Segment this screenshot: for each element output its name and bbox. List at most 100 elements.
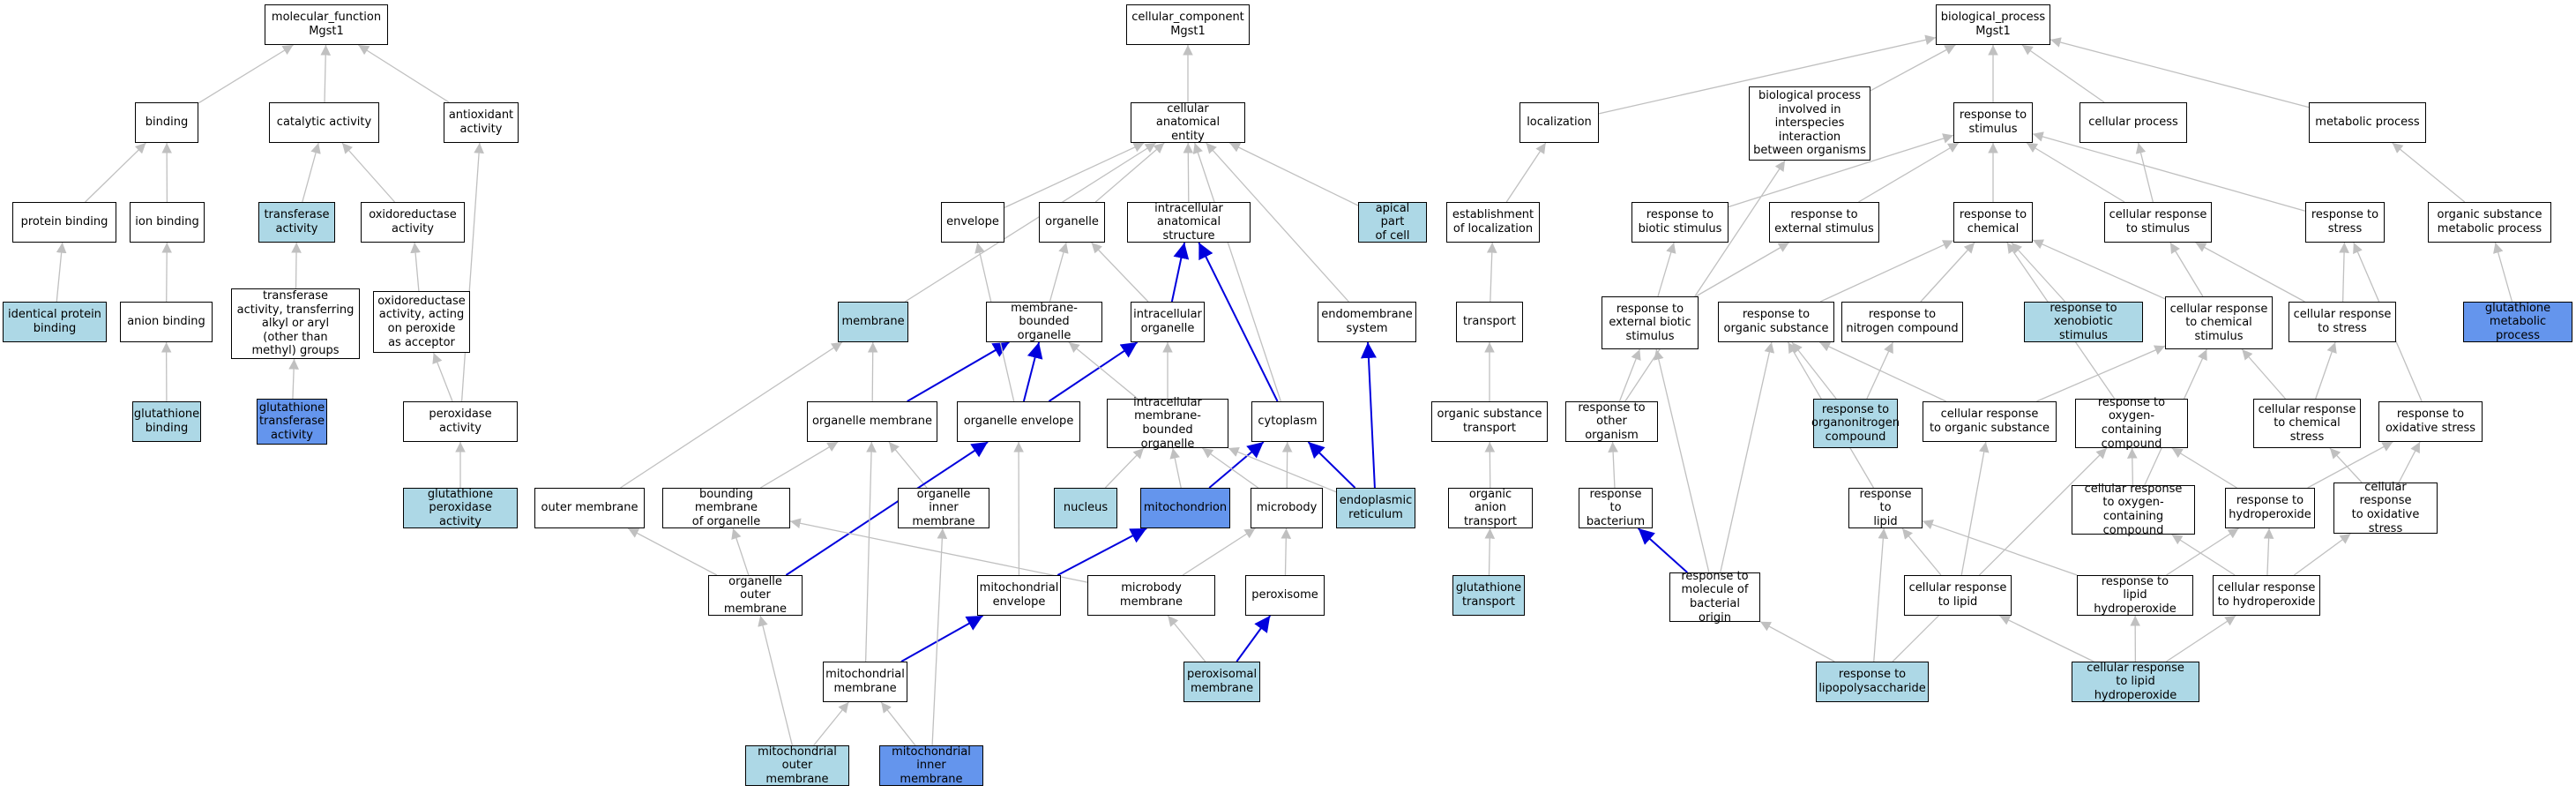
- node-cellular-anatomical-entity[interactable]: cellular anatomical entity: [1131, 102, 1245, 143]
- node-microbody[interactable]: microbody: [1251, 488, 1323, 528]
- node-cellular-response-to-chemical-stimulus[interactable]: cellular response to chemical stimulus: [2165, 296, 2273, 349]
- edge-mito_membrane-to-mito_env: [900, 615, 984, 662]
- edge-cell_process-to-bp_root: [2021, 44, 2105, 103]
- node-nucleus[interactable]: nucleus: [1054, 488, 1117, 528]
- node-organelle-inner-membrane[interactable]: organelle inner membrane: [898, 488, 989, 528]
- node-membrane-bounded-organelle[interactable]: membrane-bounded organelle: [986, 302, 1102, 342]
- node-intracellular-anatomical-structure[interactable]: intracellular anatomical structure: [1127, 202, 1251, 243]
- node-establishment-of-localization[interactable]: establishment of localization: [1446, 202, 1540, 243]
- node-organelle[interactable]: organelle: [1039, 202, 1105, 243]
- node-ion-binding[interactable]: ion binding: [130, 202, 205, 243]
- node-response-to-lipopolysaccharide[interactable]: response to lipopolysaccharide: [1816, 662, 1929, 702]
- node-cellular-response-to-stress[interactable]: cellular response to stress: [2289, 302, 2396, 342]
- node-response-to-oxidative-stress[interactable]: response to oxidative stress: [2378, 401, 2483, 442]
- node-endomembrane-system[interactable]: endomembrane system: [1318, 302, 1416, 342]
- node-cellular-response-to-lipid-hydroperoxide[interactable]: cellular response to lipid hydroperoxide: [2072, 662, 2199, 702]
- node-protein-binding[interactable]: protein binding: [12, 202, 116, 243]
- node-organelle-membrane[interactable]: organelle membrane: [807, 401, 937, 442]
- node-oxidoreductase-activity[interactable]: oxidoreductase activity: [361, 202, 465, 243]
- edge-cell_resp_org_sub-to-resp_org_sub: [1818, 341, 1947, 402]
- node-cellular-response-to-hydroperoxide[interactable]: cellular response to hydroperoxide: [2213, 575, 2320, 616]
- node-metabolic-process[interactable]: metabolic process: [2309, 102, 2426, 143]
- edge-cell_resp_hp-to-cell_resp_ox_stress: [2293, 533, 2351, 576]
- node-bounding-membrane-of-organelle[interactable]: bounding membrane of organelle: [662, 488, 790, 528]
- node-transferase-activity[interactable]: transferase activity: [258, 202, 335, 243]
- node-transferase-alkyl-aryl[interactable]: transferase activity, transferring alkyl…: [231, 288, 360, 359]
- node-transport[interactable]: transport: [1456, 302, 1523, 342]
- node-response-to-bacterium[interactable]: response to bacterium: [1579, 488, 1653, 528]
- node-outer-membrane[interactable]: outer membrane: [534, 488, 645, 528]
- node-biological-process-root[interactable]: biological_process Mgst1: [1936, 4, 2050, 45]
- edge-cell_resp_stress-to-resp_stress: [2339, 242, 2349, 303]
- node-response-to-lipid[interactable]: response to lipid: [1848, 488, 1923, 528]
- node-organic-substance-metabolic-process[interactable]: organic substance metabolic process: [2428, 202, 2551, 243]
- node-response-to-external-biotic-stimulus[interactable]: response to external biotic stimulus: [1602, 296, 1699, 349]
- node-organic-anion-transport[interactable]: organic anion transport: [1448, 488, 1533, 528]
- node-cellular-response-to-chemical-stress[interactable]: cellular response to chemical stress: [2253, 399, 2361, 448]
- node-membrane[interactable]: membrane: [838, 302, 908, 342]
- node-cellular-response-to-stimulus[interactable]: cellular response to stimulus: [2104, 202, 2212, 243]
- edge-resp_org_sub-to-resp_chemical: [1819, 240, 1954, 303]
- node-cellular-response-to-lipid[interactable]: cellular response to lipid: [1904, 575, 2012, 616]
- node-response-to-xenobiotic-stimulus[interactable]: response to xenobiotic stimulus: [2024, 302, 2143, 342]
- edge-endomem-to-cae: [1206, 142, 1349, 303]
- node-organelle-envelope[interactable]: organelle envelope: [957, 401, 1080, 442]
- node-response-to-organic-substance[interactable]: response to organic substance: [1718, 302, 1834, 342]
- node-glutathione-binding[interactable]: glutathione binding: [132, 401, 201, 442]
- edge-org_envelope-to-intra_org: [1048, 341, 1139, 402]
- node-glutathione-transferase-activity[interactable]: glutathione transferase activity: [257, 399, 327, 445]
- node-anion-binding[interactable]: anion binding: [120, 302, 213, 342]
- node-mitochondrial-envelope[interactable]: mitochondrial envelope: [977, 575, 1061, 616]
- node-response-to-biotic-stimulus[interactable]: response to biotic stimulus: [1631, 202, 1729, 243]
- node-interspecies-interaction[interactable]: biological process involved in interspec…: [1749, 86, 1870, 161]
- node-mitochondrion[interactable]: mitochondrion: [1140, 488, 1230, 528]
- node-organelle-outer-membrane[interactable]: organelle outer membrane: [708, 575, 803, 616]
- node-response-to-external-stimulus[interactable]: response to external stimulus: [1769, 202, 1879, 243]
- node-envelope[interactable]: envelope: [941, 202, 1004, 243]
- node-response-to-chemical[interactable]: response to chemical: [1953, 202, 2033, 243]
- node-glutathione-metabolic-process[interactable]: glutathione metabolic process: [2463, 302, 2572, 342]
- node-response-to-molecule-of-bacterial-origin[interactable]: response to molecule of bacterial origin: [1669, 570, 1760, 625]
- node-antioxidant-activity[interactable]: antioxidant activity: [444, 102, 519, 143]
- node-peroxisomal-membrane[interactable]: peroxisomal membrane: [1183, 662, 1260, 702]
- node-endoplasmic-reticulum[interactable]: endoplasmic reticulum: [1336, 488, 1415, 528]
- node-peroxisome[interactable]: peroxisome: [1245, 575, 1325, 616]
- node-response-to-stimulus[interactable]: response to stimulus: [1953, 102, 2033, 143]
- edge-resp_nitrogen-to-resp_chemical: [1920, 242, 1975, 303]
- node-intracellular-membrane-bounded-organelle[interactable]: intracellular membrane-bounded organelle: [1107, 396, 1228, 451]
- node-response-to-lipid-hydroperoxide[interactable]: response to lipid hydroperoxide: [2077, 575, 2193, 616]
- node-mitochondrial-outer-membrane[interactable]: mitochondrial outer membrane: [745, 745, 849, 786]
- node-mitochondrial-inner-membrane[interactable]: mitochondrial inner membrane: [879, 745, 983, 786]
- node-apical-part-of-cell[interactable]: apical part of cell: [1358, 202, 1427, 243]
- edge-oxidoreductase-to-catalytic: [341, 142, 396, 203]
- node-intracellular-organelle[interactable]: intracellular organelle: [1131, 302, 1205, 342]
- node-glutathione-transport[interactable]: glutathione transport: [1452, 575, 1525, 616]
- node-peroxidase-activity[interactable]: peroxidase activity: [403, 401, 518, 442]
- node-response-to-nitrogen-compound[interactable]: response to nitrogen compound: [1841, 302, 1963, 342]
- node-mitochondrial-membrane[interactable]: mitochondrial membrane: [823, 662, 907, 702]
- node-response-to-organonitrogen-compound[interactable]: response to organonitrogen compound: [1811, 399, 1900, 448]
- node-cellular-response-to-oxygen-containing-compound[interactable]: cellular response to oxygen-containing c…: [2072, 483, 2195, 537]
- node-identical-protein-binding[interactable]: identical protein binding: [3, 302, 107, 342]
- node-molecular-function-root[interactable]: molecular_function Mgst1: [265, 4, 388, 45]
- edge-microbody_mem-to-bounding_membrane: [789, 518, 1088, 583]
- node-microbody-membrane[interactable]: microbody membrane: [1087, 575, 1215, 616]
- node-organic-substance-transport[interactable]: organic substance transport: [1431, 401, 1548, 442]
- node-cellular-response-to-organic-substance[interactable]: cellular response to organic substance: [1923, 401, 2057, 442]
- node-cellular-response-to-oxidative-stress[interactable]: cellular response to oxidative stress: [2333, 481, 2438, 535]
- edge-resp_lipid_hp-to-resp_lipid: [1922, 520, 2078, 576]
- edge-imbo-to-mbo: [1068, 341, 1139, 400]
- node-localization[interactable]: localization: [1519, 102, 1599, 143]
- node-cellular-process[interactable]: cellular process: [2079, 102, 2187, 143]
- node-response-to-other-organism[interactable]: response to other organism: [1565, 401, 1658, 442]
- edge-org_outer-to-org_envelope: [785, 441, 989, 576]
- node-cytoplasm[interactable]: cytoplasm: [1251, 401, 1324, 442]
- node-response-to-hydroperoxide[interactable]: response to hydroperoxide: [2225, 488, 2315, 528]
- node-response-to-stress[interactable]: response to stress: [2305, 202, 2385, 243]
- node-glutathione-peroxidase-activity[interactable]: glutathione peroxidase activity: [403, 488, 518, 528]
- node-oxidoreductase-peroxide[interactable]: oxidoreductase activity, acting on perox…: [373, 291, 470, 353]
- node-binding[interactable]: binding: [135, 102, 198, 143]
- node-catalytic-activity[interactable]: catalytic activity: [269, 102, 379, 143]
- node-cellular-component-root[interactable]: cellular_component Mgst1: [1126, 4, 1250, 45]
- node-response-to-oxygen-containing-compound[interactable]: response to oxygen-containing compound: [2075, 396, 2188, 451]
